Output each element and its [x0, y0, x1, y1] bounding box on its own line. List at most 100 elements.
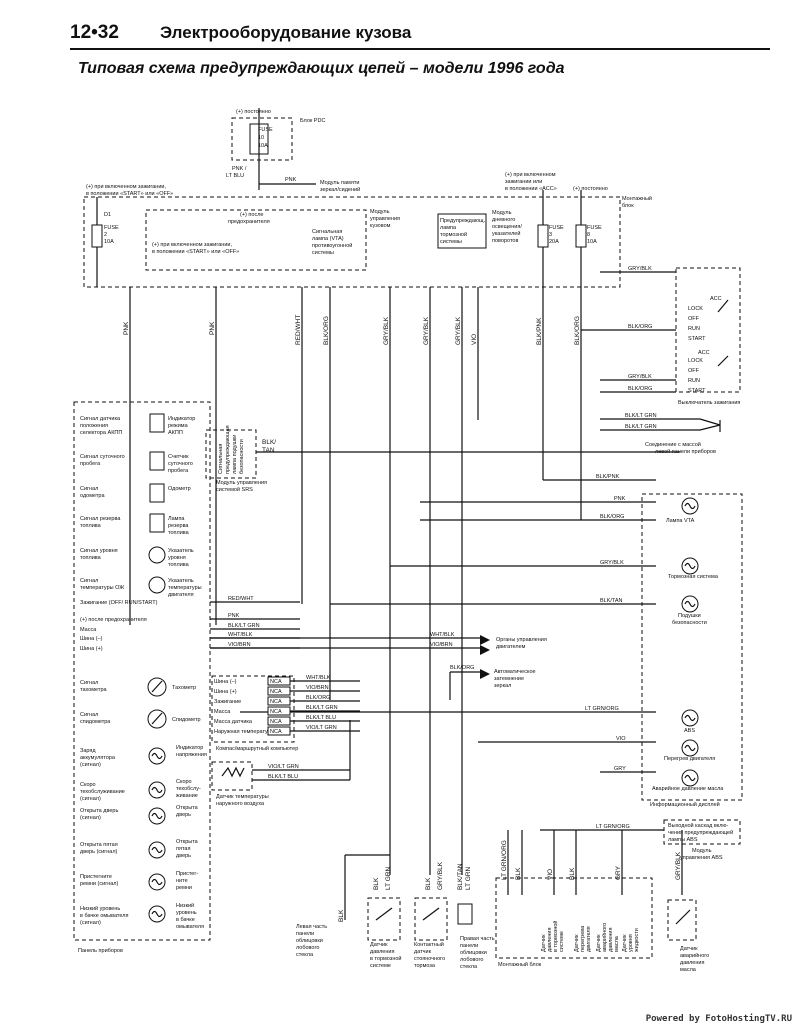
pos-run-a: RUN — [688, 326, 700, 332]
wire-gry-blk-1: GRY/BLK — [383, 316, 390, 345]
s1-3: облицовки — [296, 938, 323, 944]
lamp-sig-5-2: (сигнал) — [80, 920, 101, 926]
cluster-ind-5-2: двигателя — [168, 592, 194, 598]
lamp-sig-0-1: аккумулятора — [80, 755, 116, 761]
cluster-pin-2: Масса — [80, 627, 97, 633]
abs-label-1: Модуль — [692, 848, 712, 854]
rp-lamp-4-coil — [684, 744, 696, 752]
comp-nca-3: NCA — [270, 709, 282, 715]
lamp-sig-1-0: Скоро — [80, 782, 96, 788]
mount-block-frame: (+) при включенном зажигании, в положени… — [83, 172, 652, 300]
cluster-sig-2-1: одометра — [80, 493, 105, 499]
lamp-icon-3-coil — [151, 846, 163, 854]
rp-lamp-2-coil — [684, 600, 696, 608]
wire-blk-org-2: BLK/ORG — [574, 316, 581, 345]
fuse10-label: FUSE — [258, 127, 273, 133]
cluster-ind-0-1: режима — [168, 423, 189, 429]
lamp-ind-4-1: ните — [176, 878, 188, 884]
ec-label-2: двигателем — [496, 644, 526, 650]
rp-oil: Аварийное давление масла — [652, 785, 724, 792]
mb-sensor-3-2: жидкости — [634, 928, 640, 952]
s4-1: Правая часть — [460, 936, 495, 942]
wire-pnk-1: PNK — [123, 321, 130, 335]
fuse8-label: FUSE — [587, 225, 602, 231]
drl-module-4: указателей — [492, 230, 520, 237]
pos-lock-a: LOCK — [688, 306, 703, 312]
srs-module: Сигнальная предупреждающая лампа подушки… — [205, 425, 680, 493]
s2-1: Датчик — [370, 942, 388, 948]
abs-label-2: управления ABS — [680, 855, 723, 861]
gauge-needle-1 — [151, 712, 163, 725]
lamp-sig-3-0: Открыта пятая — [80, 842, 118, 848]
lamp-icon-0-coil — [151, 752, 163, 760]
gauge-ind-0: Тахометр — [172, 685, 196, 691]
lamp-ind-1-0: Скоро — [176, 779, 192, 785]
lamp-sig-3-1: дверь (сигнал) — [80, 849, 118, 855]
comp-pin-4: Масса датчика — [214, 719, 253, 725]
mirror-label-2: затемнение — [494, 676, 524, 682]
s1-1: Левая часть — [296, 924, 327, 930]
page-number: 12•32 — [70, 22, 119, 43]
mb-sensor-0-0: Датчик — [541, 934, 547, 952]
cluster-sig-3-0: Сигнал резерва — [80, 516, 121, 522]
s2-3: в тормозной — [370, 955, 402, 962]
pdc-power-label: (+) постоянно — [236, 109, 271, 115]
rp-abs: ABS — [684, 728, 695, 734]
ign-start-off-b1: (+) при включенном зажигании, — [152, 242, 232, 248]
bottom-wire-left-5: LT GRN — [465, 866, 472, 890]
comp-wire-4: BLK/LT BLU — [306, 715, 336, 721]
mb-sensor-2-0: Датчик — [596, 934, 602, 952]
s2-4: системе — [370, 963, 391, 969]
abs-module: LT GRN/ORG Выходной каскад вклю- чения п… — [540, 819, 741, 861]
s3-4: тормоза — [414, 963, 436, 969]
s1-2: панели — [296, 931, 314, 937]
wire-red-wht: RED/WHT — [295, 315, 302, 345]
cluster-ind-4-2: топлива — [168, 562, 190, 568]
lamp-sig-0-2: (сигнал) — [80, 762, 101, 768]
comp-pin-3: Масса — [214, 709, 231, 715]
lamp-ind-4-2: ремни — [176, 885, 192, 891]
fuse3-label: FUSE — [549, 225, 564, 231]
s3-1: Контактный — [414, 941, 444, 948]
acc-on-2: зажигании или — [505, 179, 542, 185]
s2-2: давления — [370, 949, 394, 955]
lamp-ind-5-2: в бачке — [176, 917, 195, 923]
comp-pin-2: Зажигание — [214, 699, 241, 705]
ignition-switch: GRY/BLK BLK/ORG GRY/BLK BLK/ORG ACC LOCK… — [581, 266, 741, 455]
bottom-wire-right-2: VIO — [547, 869, 554, 880]
fuse8-amp: 10A — [587, 239, 597, 245]
fuse10-num: 10 — [258, 135, 264, 141]
oil-s-2: аварийного — [680, 952, 709, 959]
s3-2: датчик — [414, 949, 432, 955]
cluster-gauge-4 — [148, 546, 166, 564]
rp-blk-org: BLK/ORG — [600, 514, 624, 520]
cluster-sig-0-2: селектора АКПП — [80, 430, 122, 436]
lamp-icon-4-coil — [151, 878, 163, 886]
cluster-sig-2-0: Сигнал — [80, 486, 98, 492]
comp-wire-1: VIO/BRN — [306, 685, 329, 691]
diode-d1: D1 — [104, 212, 111, 218]
cluster-ind-box-3 — [149, 513, 165, 533]
lamp-sig-0-0: Заряд — [80, 748, 96, 754]
cluster-label: Панель приборов — [78, 948, 123, 954]
engine-control: WHT/BLK VIO/BRN Органы управления двигат… — [210, 632, 547, 700]
pos-run-b: RUN — [688, 378, 700, 384]
mb-label: Монтажный блок — [498, 961, 542, 968]
srs-box-4: безопасности — [239, 439, 245, 474]
brake-warn-4: системы — [440, 239, 462, 245]
lamp-ind-2-1: дверь — [176, 812, 191, 818]
s4-3: облицовки — [460, 950, 487, 956]
ign-start-off-2: в положении «START» или «OFF» — [86, 191, 173, 197]
comp-pin-0: Шина (–) — [214, 679, 237, 685]
cluster-pin-wire-0: RED/WHT — [228, 596, 254, 602]
s1-5: стекла — [296, 952, 314, 958]
comp-nca-1: NCA — [270, 689, 282, 695]
comp-nca-0: NCA — [270, 679, 282, 685]
wire-gry-blk-2: GRY/BLK — [423, 316, 430, 345]
bottom-wire-right-0: LT GRN/ORG — [501, 840, 508, 880]
lamp-ind-1-1: техобслу- — [176, 786, 201, 792]
cluster-sig-4-1: топлива — [80, 555, 102, 561]
abs-wire: LT GRN/ORG — [596, 824, 630, 830]
lamp-ind-5-0: Низкий — [176, 902, 194, 909]
